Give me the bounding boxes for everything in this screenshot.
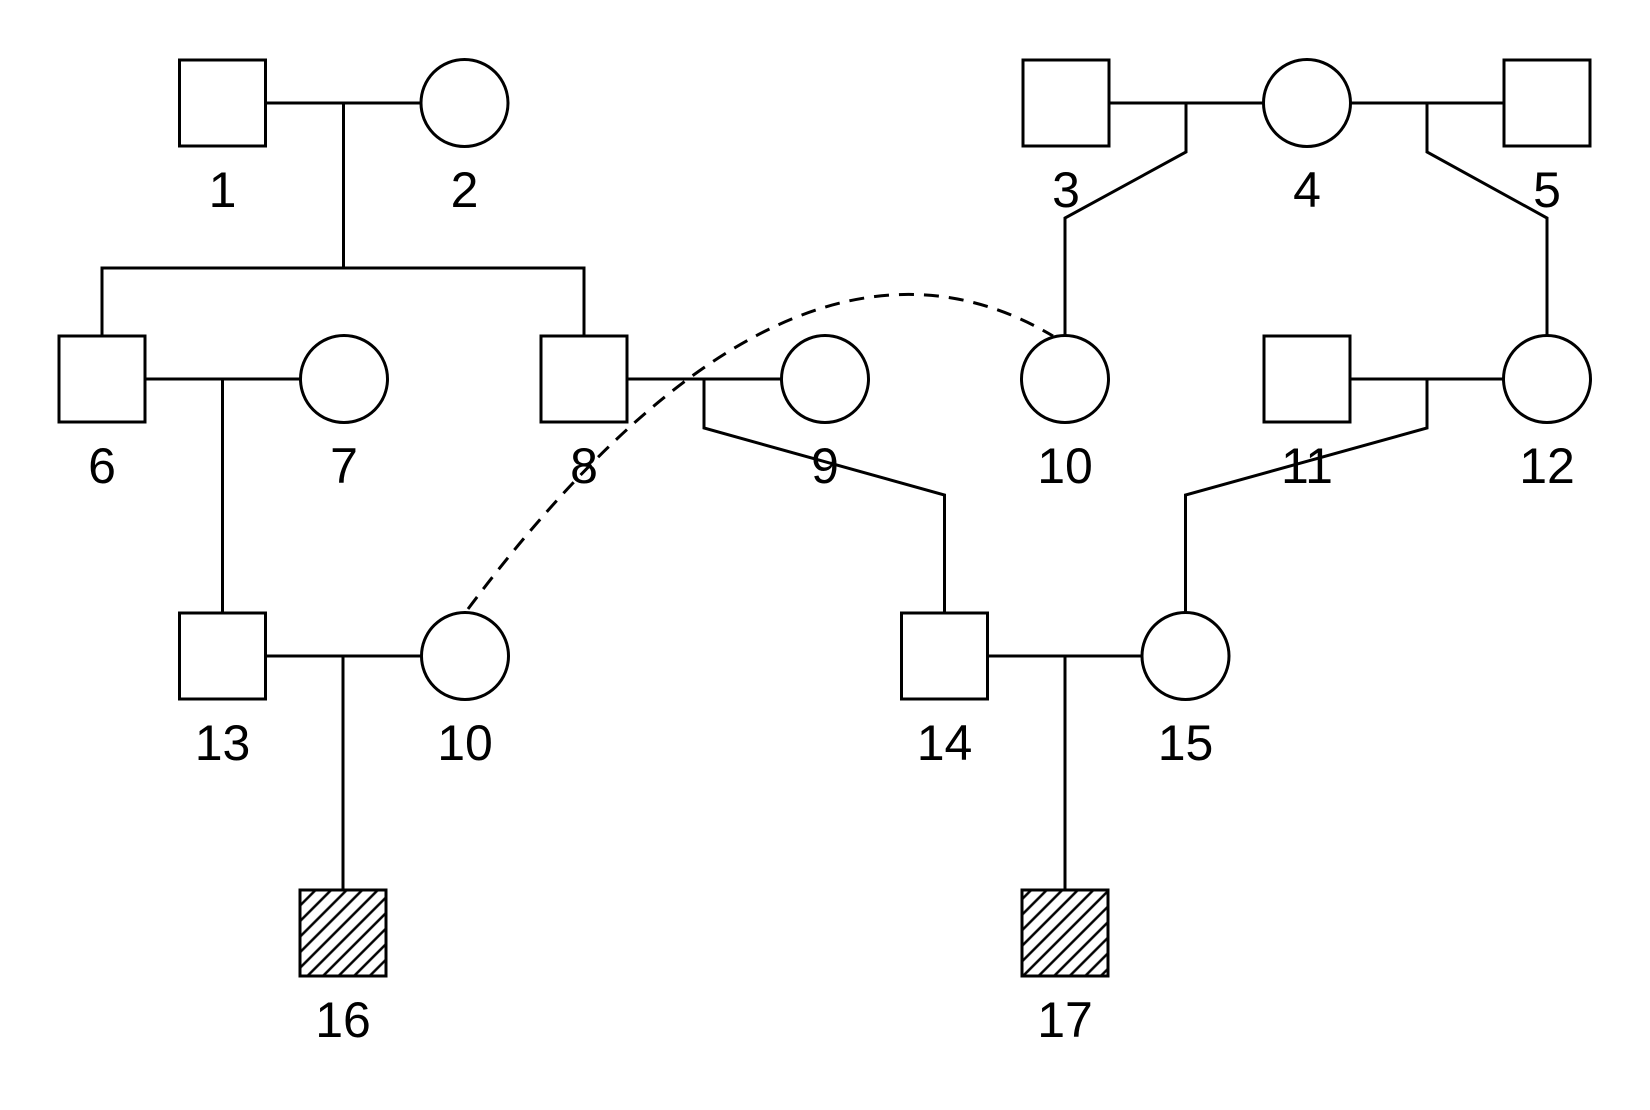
person-10R-shape xyxy=(1020,334,1110,424)
descent-line xyxy=(702,379,946,613)
person-7-label: 7 xyxy=(330,438,358,494)
person-10L-label: 10 xyxy=(437,715,493,771)
person-10L-shape xyxy=(420,611,510,701)
person-2-shape xyxy=(419,58,510,148)
person-3-shape xyxy=(1021,58,1111,148)
person-5-shape xyxy=(1502,58,1592,148)
person-6-shape xyxy=(57,334,147,424)
person-6-label: 6 xyxy=(88,438,116,494)
person-9-label: 9 xyxy=(811,438,839,494)
person-shapes-layer xyxy=(57,58,1592,978)
descent-line xyxy=(100,266,586,336)
person-11-label: 11 xyxy=(1281,438,1333,494)
person-8-shape xyxy=(539,334,629,424)
person-16-label: 16 xyxy=(315,992,371,1048)
person-11-shape xyxy=(1262,334,1352,424)
person-17-shape xyxy=(1020,888,1110,978)
person-15-label: 15 xyxy=(1158,715,1214,771)
person-1-label: 1 xyxy=(209,162,237,218)
person-7-shape xyxy=(299,334,389,424)
person-16-shape xyxy=(298,888,388,978)
person-4-label: 4 xyxy=(1293,162,1321,218)
person-14-shape xyxy=(900,611,989,701)
descent-line xyxy=(1425,103,1549,336)
relationship-lines-layer xyxy=(100,101,1549,890)
person-14-label: 14 xyxy=(917,715,973,771)
person-3-label: 3 xyxy=(1052,162,1080,218)
person-1-shape xyxy=(178,58,267,148)
person-15-shape xyxy=(1140,611,1231,701)
person-2-label: 2 xyxy=(451,162,479,218)
person-10R-label: 10 xyxy=(1037,438,1093,494)
person-4-shape xyxy=(1262,58,1352,148)
person-12-shape xyxy=(1502,334,1592,424)
person-5-label: 5 xyxy=(1533,162,1561,218)
descent-line xyxy=(1063,103,1188,336)
person-13-label: 13 xyxy=(195,715,251,771)
person-9-shape xyxy=(780,334,870,424)
descent-line xyxy=(1184,379,1429,613)
person-12-label: 12 xyxy=(1519,438,1575,494)
person-17-label: 17 xyxy=(1037,992,1093,1048)
person-8-label: 8 xyxy=(570,438,598,494)
same-person-link xyxy=(466,293,1054,610)
person-13-shape xyxy=(178,611,267,701)
